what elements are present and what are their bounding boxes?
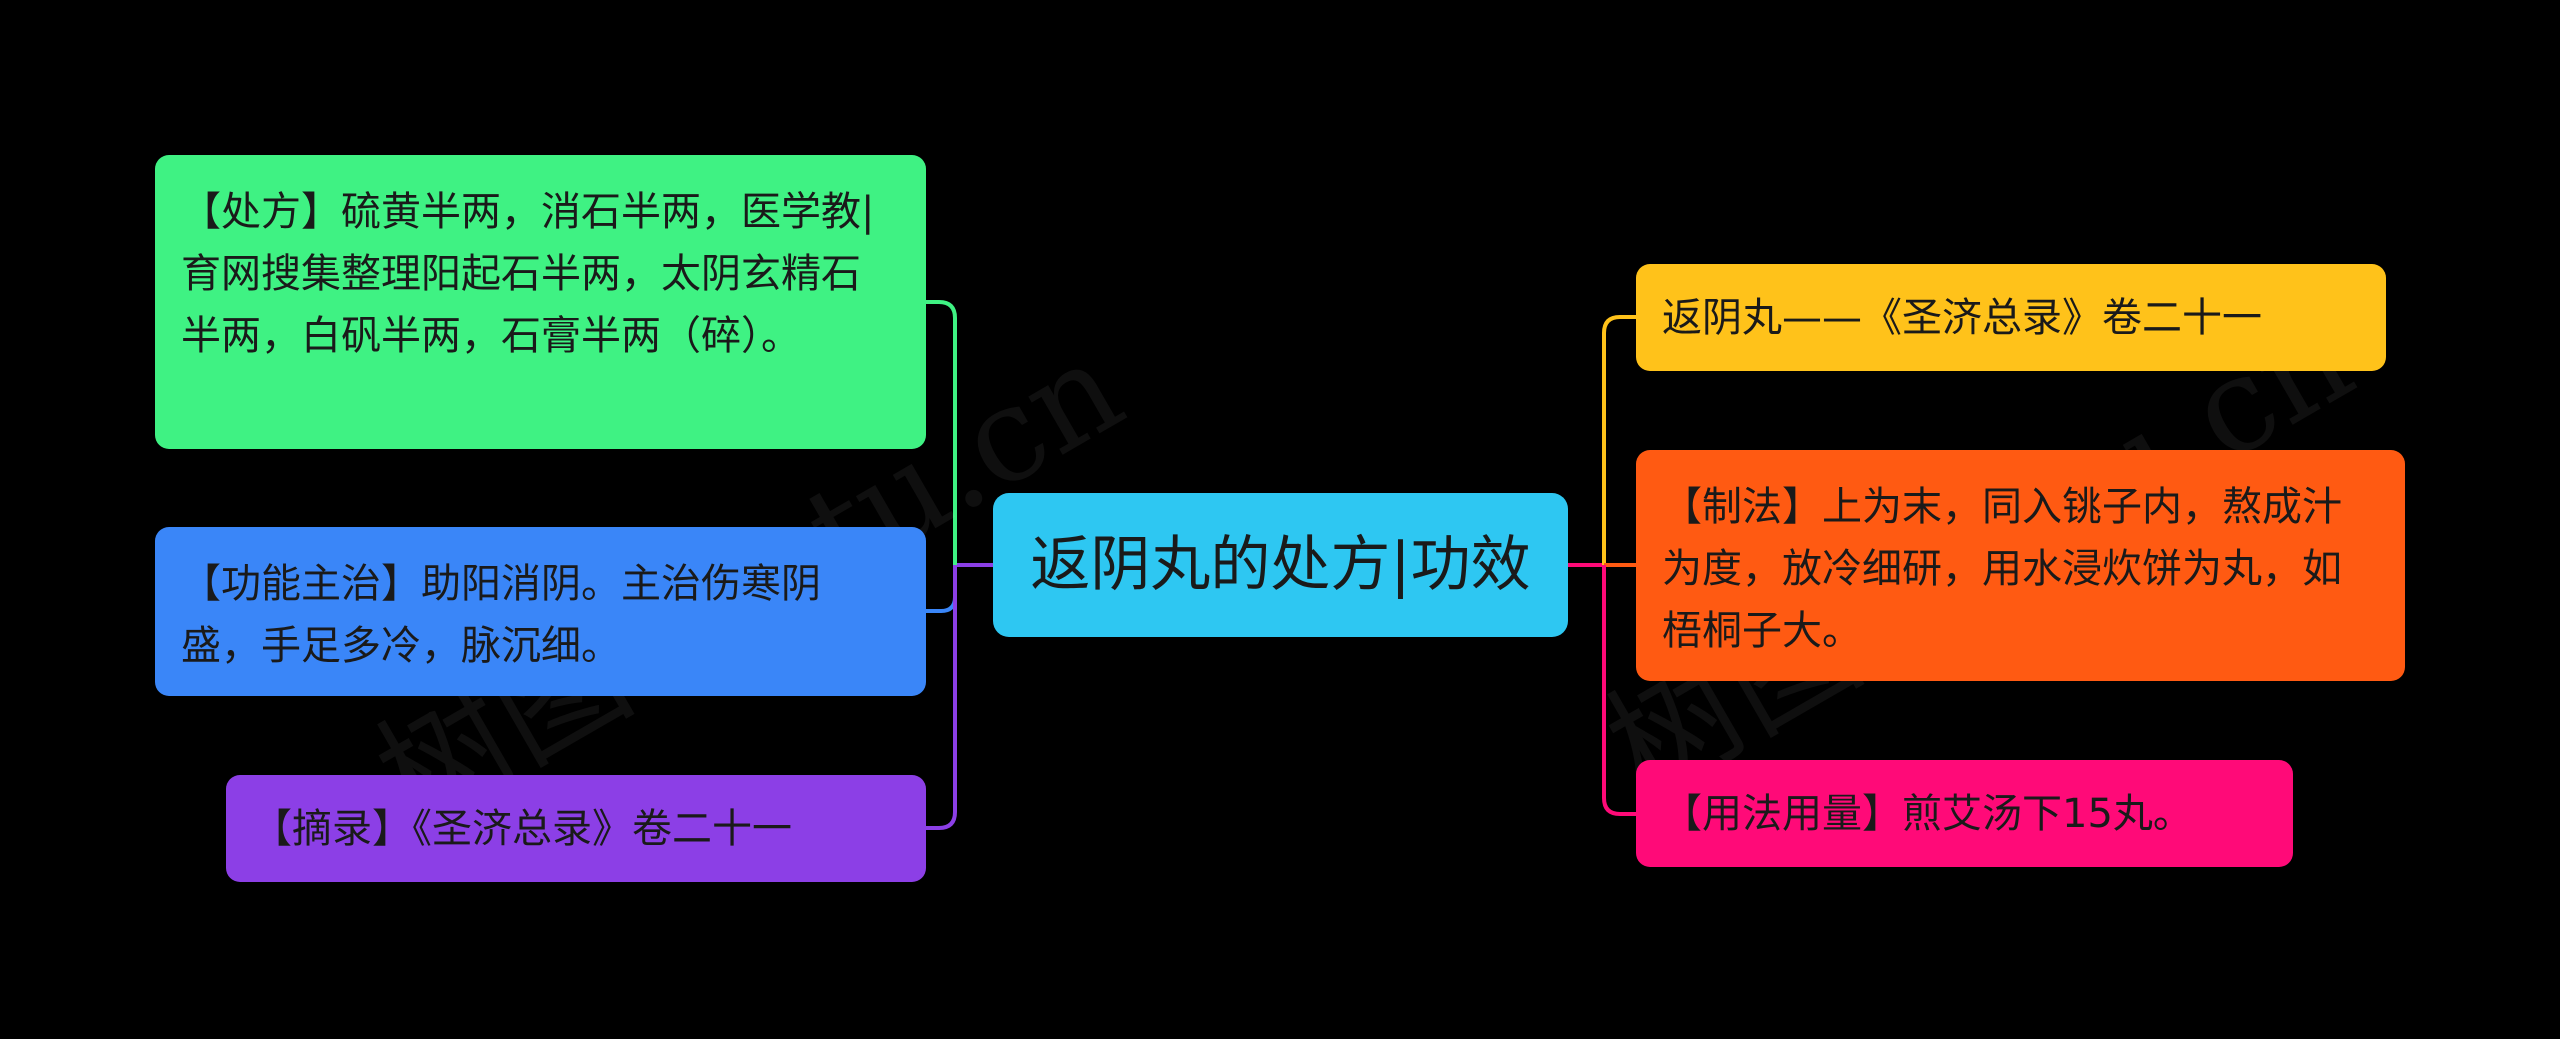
center-node-label: 返阴丸的处方|功效 [1030,530,1531,600]
node-excerpt[interactable]: 【摘录】《圣济总录》卷二十一 [226,775,926,882]
link-left-2 [926,565,957,613]
node-indications-text: 【功能主治】助阳消阴。主治伤寒阴盛，手足多冷，脉沉细。 [181,561,821,669]
link-left-3 [926,565,957,830]
node-preparation-text: 【制法】上为末，同入铫子内，熬成汁为度，放冷细研，用水浸炊饼为丸，如梧桐子大。 [1662,484,2342,654]
node-dosage-text: 【用法用量】煎艾汤下15丸。 [1662,790,2193,837]
node-preparation[interactable]: 【制法】上为末，同入铫子内，熬成汁为度，放冷细研，用水浸炊饼为丸，如梧桐子大。 [1636,450,2405,681]
link-right-1 [1602,315,1636,565]
link-right-3 [1602,565,1636,816]
node-prescription[interactable]: 【处方】硫黄半两，消石半两，医学教|育网搜集整理阳起石半两，太阴玄精石半两，白矾… [155,155,926,449]
link-left-1 [926,300,957,565]
node-indications[interactable]: 【功能主治】助阳消阴。主治伤寒阴盛，手足多冷，脉沉细。 [155,527,926,696]
node-prescription-text: 【处方】硫黄半两，消石半两，医学教|育网搜集整理阳起石半两，太阴玄精石半两，白矾… [181,189,875,359]
node-source[interactable]: 返阴丸——《圣济总录》卷二十一 [1636,264,2386,371]
node-source-text: 返阴丸——《圣济总录》卷二十一 [1662,294,2262,341]
node-excerpt-text: 【摘录】《圣济总录》卷二十一 [252,805,792,852]
center-node[interactable]: 返阴丸的处方|功效 [993,493,1568,637]
node-dosage[interactable]: 【用法用量】煎艾汤下15丸。 [1636,760,2293,867]
